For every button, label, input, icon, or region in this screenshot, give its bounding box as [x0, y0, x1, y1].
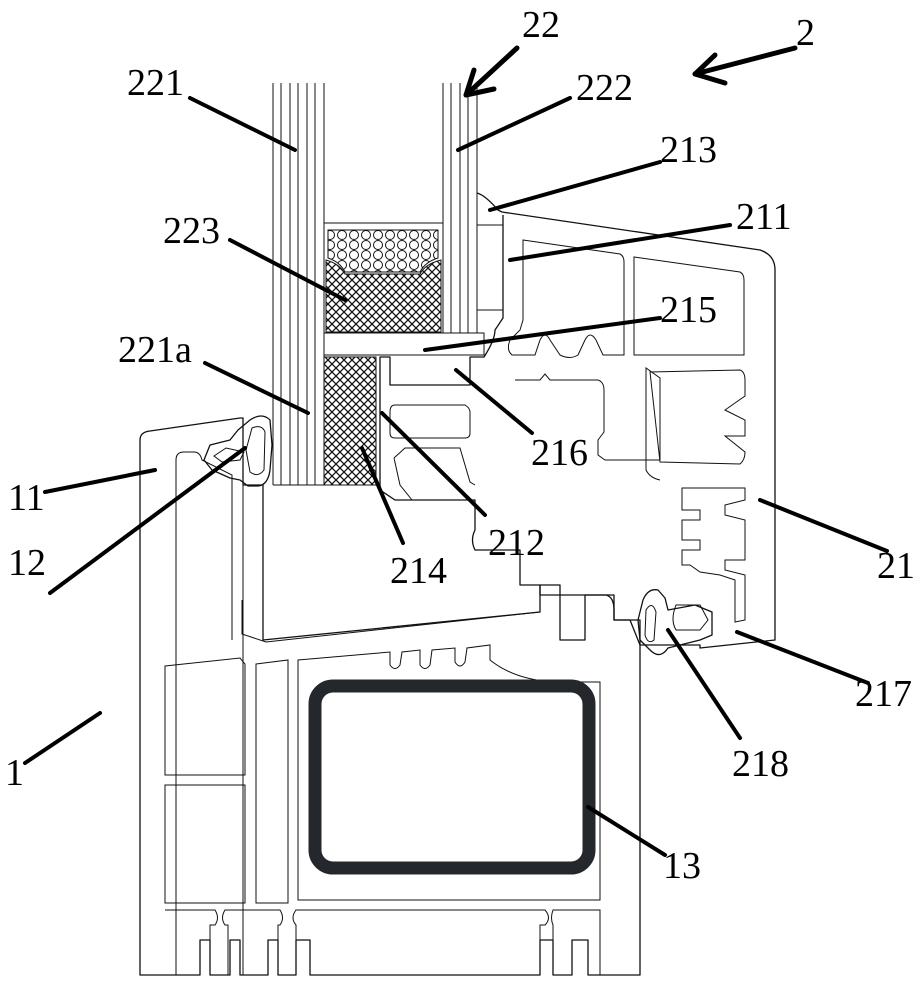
leader-222 — [456, 96, 572, 152]
label-1: 1 — [5, 752, 24, 794]
label-214: 214 — [390, 550, 447, 592]
label-216: 216 — [531, 432, 588, 474]
inner-glass-pane — [272, 83, 325, 486]
label-222: 222 — [576, 67, 633, 109]
arrow-2 — [692, 45, 798, 86]
outer-glass-pane — [442, 83, 478, 333]
leader-223 — [228, 238, 347, 302]
leader-213 — [488, 160, 662, 212]
glazing-base — [323, 332, 485, 356]
label-212: 212 — [488, 522, 545, 564]
frame-profile — [139, 417, 641, 976]
steel-reinforcement — [308, 679, 596, 875]
leader-214 — [360, 446, 405, 545]
leader-218 — [666, 628, 742, 740]
leader-215 — [423, 316, 662, 352]
leader-1 — [23, 711, 102, 765]
label-2: 2 — [796, 12, 815, 54]
leader-212 — [380, 411, 487, 517]
leader-221a — [203, 361, 310, 415]
label-13: 13 — [663, 845, 701, 887]
label-211: 211 — [736, 196, 792, 238]
label-221a: 221a — [118, 329, 192, 371]
label-21: 21 — [877, 545, 915, 587]
leader-217 — [735, 630, 870, 685]
leader-12 — [48, 446, 247, 595]
label-215: 215 — [660, 289, 717, 331]
label-22: 22 — [522, 4, 560, 46]
desiccant-spacer — [327, 229, 439, 273]
label-218: 218 — [732, 743, 789, 785]
sealant-223 — [325, 259, 442, 333]
leader-13 — [586, 805, 667, 857]
label-213: 213 — [660, 129, 717, 171]
sash-gasket — [637, 589, 713, 656]
label-11: 11 — [8, 477, 45, 519]
leader-211 — [508, 223, 732, 262]
leader-11 — [43, 468, 157, 494]
leader-216 — [454, 368, 534, 435]
label-221: 221 — [127, 62, 184, 104]
label-223: 223 — [163, 210, 220, 252]
arrow-22 — [463, 45, 520, 98]
leader-221 — [188, 96, 297, 152]
label-217: 217 — [855, 673, 912, 715]
sash-profile — [379, 192, 776, 649]
leader-21 — [758, 498, 889, 553]
label-12: 12 — [8, 542, 46, 584]
